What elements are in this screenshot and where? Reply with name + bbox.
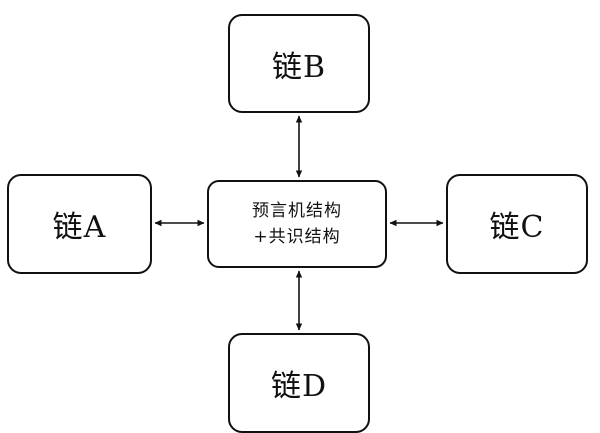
oracle-consensus-node: 预言机结构 +共识结构 [207, 180, 387, 268]
center-label-line2: +共识结构 [253, 227, 341, 247]
chain-d-label: 链D [270, 369, 328, 404]
chain-a-label: 链A [52, 210, 107, 245]
chain-c-label: 链C [489, 210, 545, 245]
chain-b-node: 链B [228, 14, 370, 113]
architecture-diagram: 链B 链A 预言机结构 +共识结构 链C 链D [7, 14, 588, 433]
chain-a-node: 链A [7, 174, 152, 274]
connector-layer [154, 115, 444, 331]
center-label-line1: 预言机结构 [252, 200, 342, 221]
chain-c-node: 链C [446, 174, 588, 274]
chain-b-label: 链B [271, 49, 327, 85]
chain-d-node: 链D [228, 333, 370, 433]
